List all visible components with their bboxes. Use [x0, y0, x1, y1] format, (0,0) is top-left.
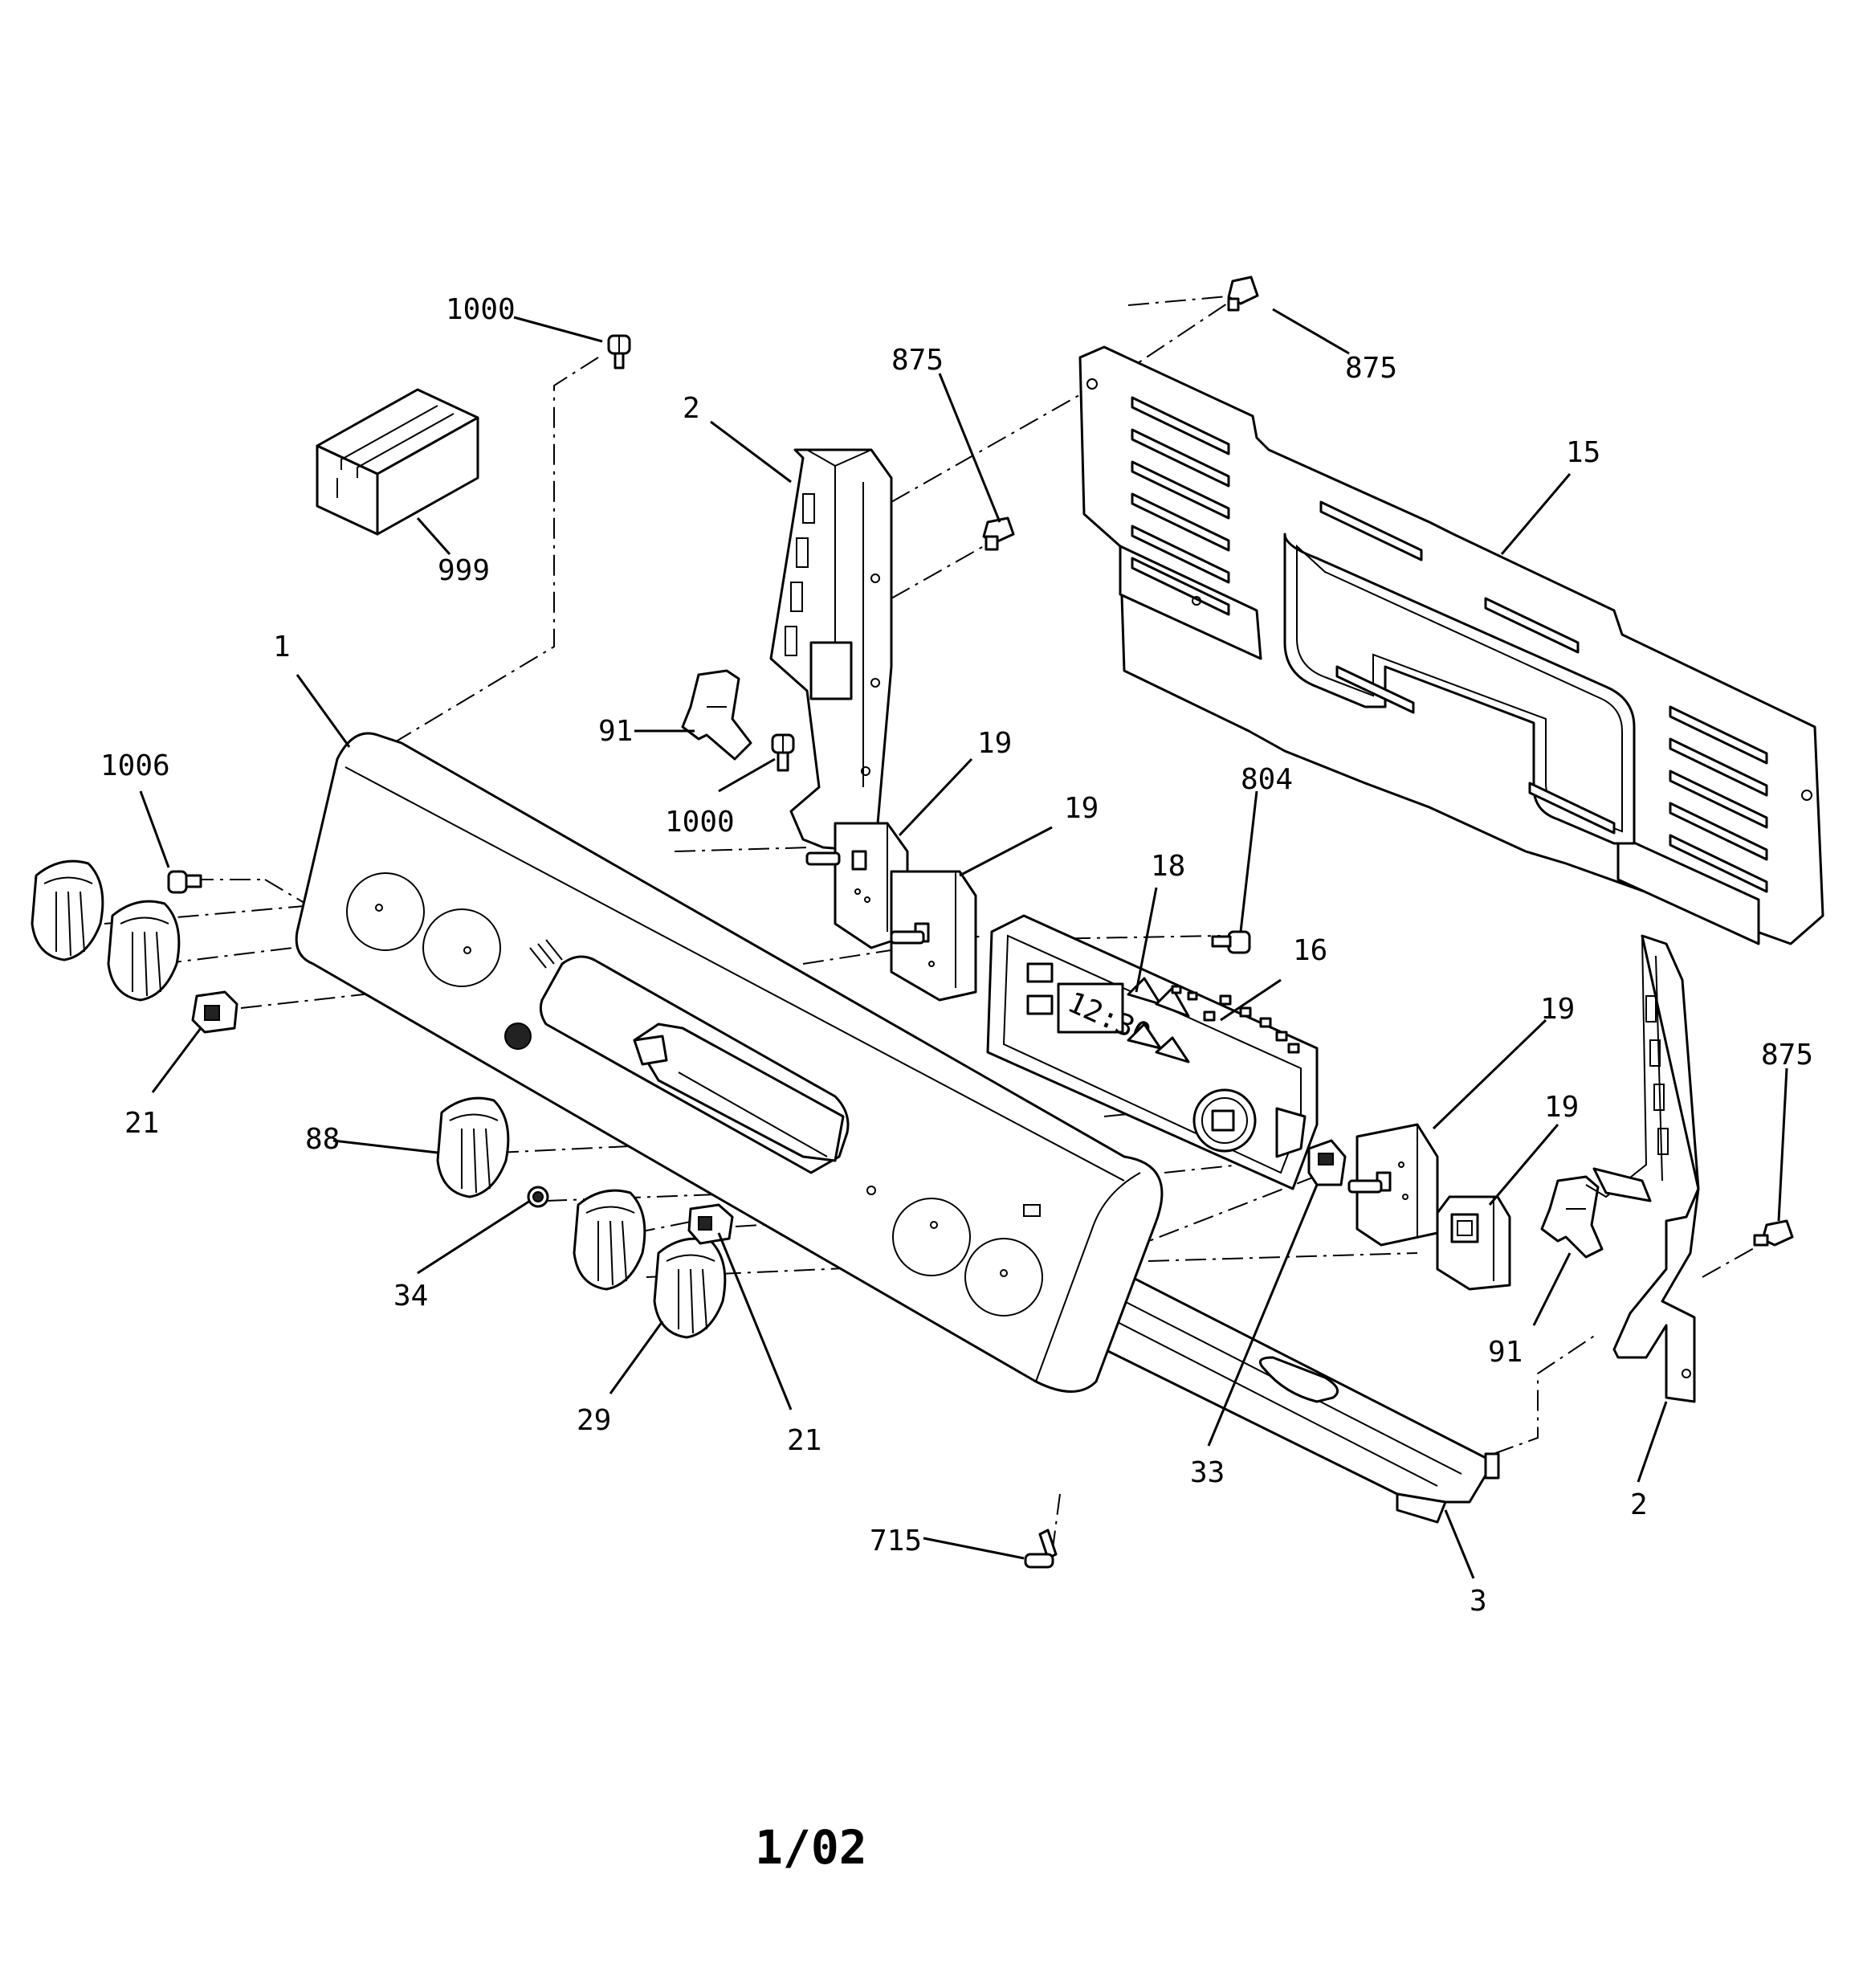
- callout-33: 33: [1190, 1456, 1225, 1489]
- side-bracket-2-right: [1585, 934, 1700, 1403]
- callout-19-a: 19: [977, 727, 1012, 760]
- callout-1000-top: 1000: [446, 293, 516, 326]
- callout-88: 88: [305, 1123, 340, 1156]
- callout-1006: 1006: [100, 749, 170, 782]
- callout-715: 715: [870, 1525, 922, 1557]
- callout-19-d: 19: [1544, 1091, 1579, 1124]
- rocker-switch-21-mid: [687, 1203, 734, 1245]
- literature-box-999: [316, 388, 479, 536]
- callout-2-right: 2: [1630, 1488, 1648, 1521]
- page-code: 1/02: [755, 1820, 867, 1875]
- callout-1000-mid: 1000: [665, 806, 735, 839]
- back-panel-15: [1078, 345, 1824, 945]
- screw-715: [1024, 1529, 1058, 1569]
- callout-875-b: 875: [1345, 352, 1397, 385]
- callout-1: 1: [273, 631, 291, 663]
- knob-left-top: [31, 859, 104, 961]
- screw-1000-mid: [771, 733, 795, 772]
- callout-2-left: 2: [683, 392, 700, 425]
- bracket-clip-91-right: [1540, 1175, 1604, 1259]
- callout-18: 18: [1151, 850, 1185, 883]
- knob-29: [653, 1237, 727, 1339]
- callout-34: 34: [393, 1280, 428, 1312]
- switch-19-c: [1347, 1123, 1439, 1247]
- callout-19-b: 19: [1064, 792, 1099, 825]
- screw-1006: [167, 870, 202, 894]
- screw-875-a: [982, 516, 1015, 551]
- screw-1000-top: [607, 334, 631, 369]
- callout-875-c: 875: [1761, 1039, 1813, 1072]
- clock-display: [1057, 982, 1124, 1034]
- callout-999: 999: [438, 554, 490, 587]
- callout-875-a: 875: [891, 344, 944, 377]
- knob-left-bottom: [107, 900, 181, 1002]
- control-panel-1: [295, 732, 1164, 1393]
- screw-875-c: [1753, 1219, 1794, 1247]
- callout-16: 16: [1293, 934, 1327, 967]
- callout-91-left: 91: [598, 715, 633, 748]
- vent-slots: [1131, 396, 1768, 893]
- callout-15: 15: [1566, 436, 1600, 469]
- screw-875-b: [1227, 276, 1259, 312]
- trim-strip-3: [1062, 1263, 1500, 1524]
- side-bracket-2-left: [769, 448, 893, 853]
- callout-19-c: 19: [1540, 993, 1575, 1026]
- switch-33: [1307, 1139, 1347, 1186]
- bracket-clip-91-left: [681, 669, 752, 761]
- callout-91-right: 91: [1488, 1336, 1523, 1369]
- knob-88: [436, 1096, 510, 1198]
- callout-29: 29: [577, 1404, 611, 1437]
- switch-19-b: [890, 870, 977, 1002]
- callout-21-left: 21: [124, 1107, 159, 1140]
- callout-labels: 1000 999 2 875 875 15 1 91 1000 1006 19 …: [100, 293, 1813, 1618]
- knob-mid-lower: [573, 1189, 646, 1291]
- switch-19-d: [1436, 1195, 1511, 1291]
- control-board-16: 12:30: [986, 914, 1319, 1190]
- leader-lines: [139, 308, 1788, 1579]
- screw-804: [1211, 930, 1251, 954]
- callout-3: 3: [1470, 1585, 1487, 1618]
- rocker-switch-21-left: [191, 990, 238, 1034]
- callout-804: 804: [1241, 763, 1293, 796]
- callout-21-mid: 21: [787, 1424, 821, 1457]
- indicator-light-34: [527, 1186, 549, 1208]
